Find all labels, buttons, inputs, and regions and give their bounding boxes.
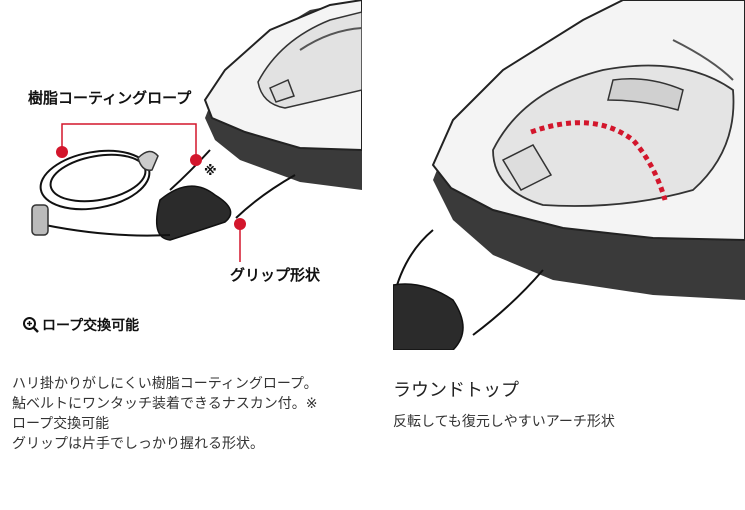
callout-rope-replaceable: ロープ交換可能 (42, 318, 140, 334)
callout-grip-shape: グリップ形状 (230, 266, 321, 284)
hull-latch (501, 144, 553, 191)
description-line: グリップは片手でしっかり握れる形状。 (12, 436, 264, 452)
rope-description: ハリ掛かりがしにくい樹脂コーティングロープ。 鮎ベルトにワンタッチ装着できるナス… (12, 374, 362, 454)
magnifier-icon (22, 316, 40, 334)
callout-line-rope (61, 123, 197, 160)
note-mark: ※ (204, 164, 217, 179)
round-top-description: 反転しても復元しやすいアーチ形状 (393, 414, 615, 430)
round-top-illustration (393, 0, 745, 350)
rope-end-connector (31, 204, 49, 236)
rope-coil-1 (39, 149, 151, 211)
callout-coated-rope: 樹脂コーティングロープ (28, 89, 192, 107)
hull-vent (607, 78, 684, 111)
product-drawing-right (393, 0, 745, 350)
round-top-title: ラウンドトップ (393, 380, 519, 401)
rope-lower (44, 224, 171, 237)
description-line: ロープ交換可能 (12, 416, 110, 432)
hull-ridge (672, 39, 734, 81)
grip-shape (155, 185, 232, 241)
rope-line (472, 269, 544, 336)
rope-illustration: ※ (0, 0, 362, 350)
callout-dot (234, 218, 246, 230)
description-line: 鮎ベルトにワンタッチ装着できるナスカン付。※ (12, 396, 318, 412)
product-drawing-left (31, 0, 362, 262)
grip-shape (393, 283, 464, 350)
hull-ridge (299, 27, 362, 51)
callout-dot (190, 154, 202, 166)
description-line: ハリ掛かりがしにくい樹脂コーティングロープ。 (12, 376, 318, 392)
rope-line (235, 174, 296, 219)
hull-latch (269, 78, 295, 103)
rope-line-upper (169, 149, 211, 191)
snap-hook (137, 150, 159, 171)
callout-dot (56, 146, 68, 158)
